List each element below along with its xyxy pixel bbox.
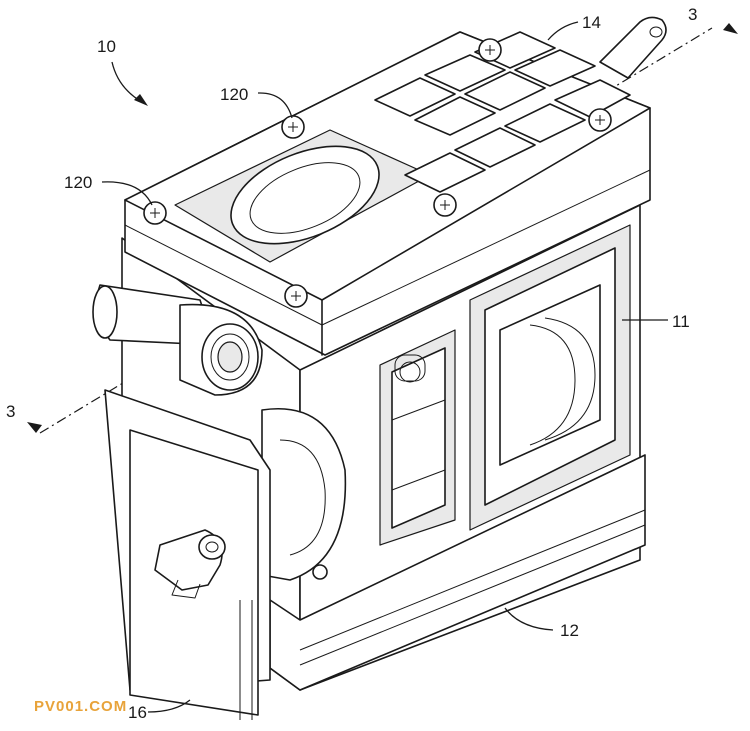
label-board: 16 bbox=[128, 703, 147, 722]
label-screw-upper: 120 bbox=[220, 85, 248, 104]
label-housing: 11 bbox=[672, 312, 690, 331]
section-line-3-3 bbox=[27, 23, 738, 434]
inlet-fitting bbox=[92, 284, 263, 396]
screw-small-icon bbox=[312, 564, 328, 580]
leader-arrow-icon bbox=[134, 94, 148, 106]
section-arrow-left-icon bbox=[27, 422, 42, 433]
label-assembly: 10 bbox=[97, 37, 116, 56]
reference-labels: 10 120 120 14 3 3 11 12 16 bbox=[6, 5, 697, 722]
cover-screws bbox=[143, 38, 612, 308]
top-cover bbox=[124, 31, 651, 356]
cable bbox=[599, 16, 667, 79]
cover-grid bbox=[374, 31, 631, 193]
label-screw-left: 120 bbox=[64, 173, 92, 192]
watermark: PV001.COM bbox=[34, 698, 127, 715]
label-base: 12 bbox=[560, 621, 579, 640]
label-section-end: 3 bbox=[688, 5, 697, 24]
label-cover: 14 bbox=[582, 13, 601, 32]
leader-lines bbox=[101, 21, 668, 713]
circuit-board bbox=[104, 389, 271, 720]
section-arrow-right-icon bbox=[723, 23, 738, 34]
label-section-start: 3 bbox=[6, 402, 15, 421]
